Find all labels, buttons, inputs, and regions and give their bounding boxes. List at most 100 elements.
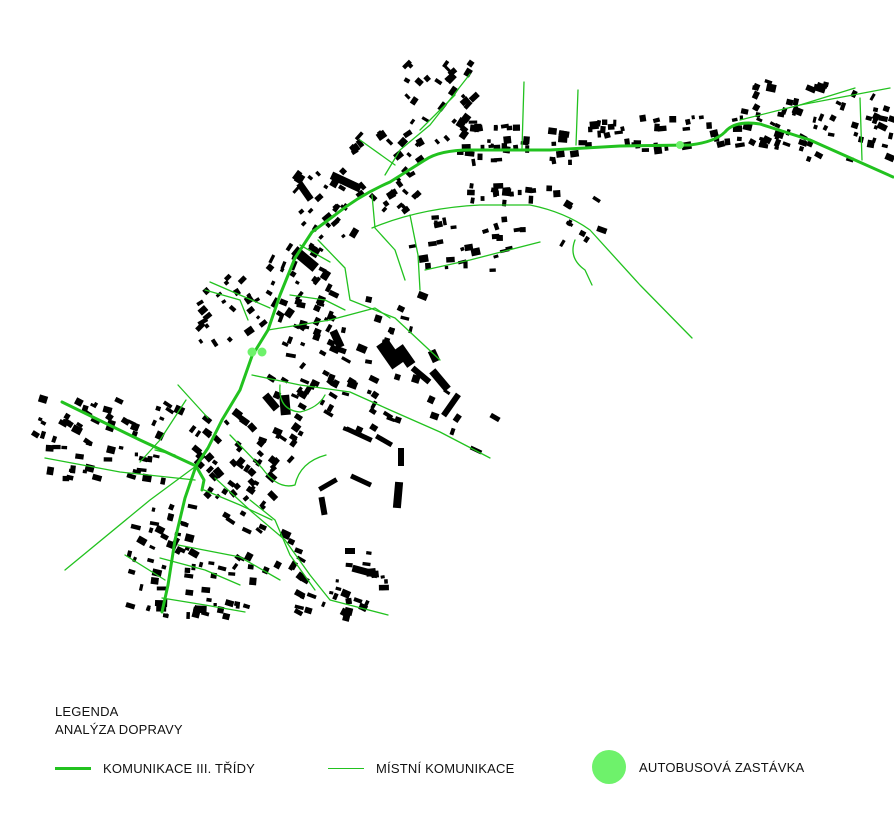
building <box>298 208 305 215</box>
building <box>455 117 468 130</box>
building <box>235 445 243 453</box>
building <box>326 310 334 320</box>
local-road-11 <box>572 239 593 286</box>
building <box>398 448 404 466</box>
local-road-swatch <box>328 767 364 769</box>
building <box>365 295 373 303</box>
building <box>396 202 404 210</box>
building <box>198 561 204 568</box>
bus-stop-marker <box>247 347 257 357</box>
building <box>493 126 498 131</box>
building <box>154 524 166 535</box>
legend-item-third-class-road: KOMUNIKACE III. TŘÍDY <box>55 758 255 778</box>
building <box>180 521 189 528</box>
building <box>315 170 322 177</box>
building <box>146 557 155 564</box>
building <box>400 315 410 321</box>
building <box>252 480 260 487</box>
building <box>335 586 342 592</box>
building <box>325 222 332 229</box>
building <box>234 440 242 448</box>
building <box>318 349 327 357</box>
building <box>785 98 794 106</box>
building <box>196 299 204 307</box>
building <box>63 412 71 421</box>
building <box>431 215 440 220</box>
building <box>244 551 254 562</box>
building <box>450 225 457 230</box>
building <box>491 233 500 240</box>
building <box>174 548 181 555</box>
building <box>522 136 530 145</box>
building <box>242 495 250 502</box>
building <box>764 79 773 85</box>
building <box>470 197 475 204</box>
building <box>614 130 623 135</box>
building <box>357 181 367 191</box>
building <box>150 577 159 585</box>
local-road-1 <box>739 87 891 121</box>
building <box>266 373 277 383</box>
building <box>304 606 313 615</box>
building <box>265 470 278 484</box>
building <box>341 391 350 397</box>
building <box>512 124 521 131</box>
building <box>269 463 278 472</box>
building <box>323 409 334 418</box>
building <box>684 118 691 126</box>
building <box>203 452 215 463</box>
building <box>321 601 326 608</box>
bus-stop-marker <box>257 347 267 357</box>
building <box>300 220 307 227</box>
building <box>130 523 142 531</box>
building <box>503 135 512 144</box>
building <box>364 359 373 365</box>
building <box>324 283 333 293</box>
building <box>311 275 319 283</box>
building <box>272 390 282 400</box>
building <box>349 142 361 154</box>
building <box>288 433 298 442</box>
building <box>91 473 103 482</box>
building <box>751 90 761 100</box>
building <box>441 392 461 418</box>
building <box>106 445 116 455</box>
building <box>578 229 587 238</box>
building <box>607 123 615 130</box>
building <box>132 468 142 475</box>
building <box>197 304 209 316</box>
building <box>731 117 738 123</box>
building <box>460 246 465 252</box>
building <box>380 575 385 579</box>
bus-stop-marker <box>676 141 684 149</box>
building <box>599 125 606 134</box>
local-road-26 <box>214 477 389 616</box>
building <box>427 348 441 364</box>
building <box>346 379 359 390</box>
building <box>519 226 526 233</box>
building <box>403 77 411 84</box>
building <box>184 573 194 579</box>
building <box>37 394 49 404</box>
building <box>822 124 829 132</box>
building <box>127 568 136 575</box>
building <box>752 85 758 91</box>
building <box>382 200 390 208</box>
building <box>355 138 365 149</box>
third-class-roads-layer <box>60 121 894 614</box>
building <box>480 196 485 201</box>
local-road-9 <box>371 194 406 281</box>
building <box>509 191 515 197</box>
local-road-24 <box>64 465 197 571</box>
building <box>393 373 401 381</box>
building <box>154 430 165 441</box>
building <box>473 124 484 133</box>
local-road-16 <box>267 307 391 331</box>
building <box>154 599 165 607</box>
building <box>373 314 383 324</box>
building <box>255 315 261 320</box>
building <box>46 466 55 476</box>
building <box>569 149 580 158</box>
building <box>236 456 246 466</box>
building <box>444 72 455 82</box>
